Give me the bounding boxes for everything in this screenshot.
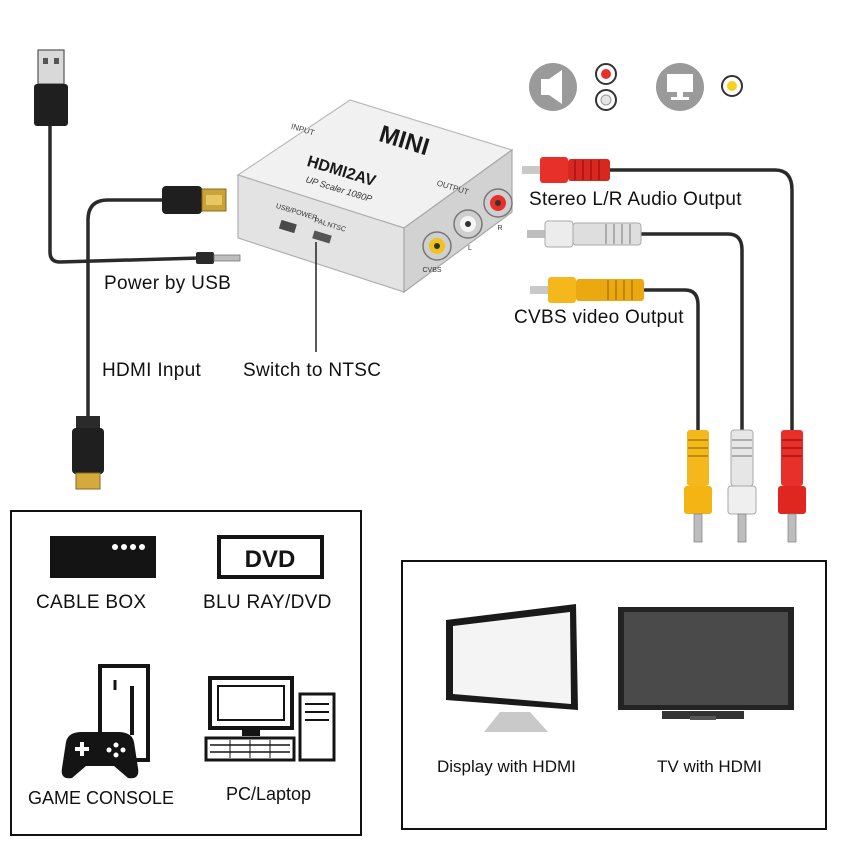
port-r-label: R bbox=[497, 225, 502, 232]
port-cvbs-label: CVBS bbox=[422, 267, 441, 274]
hdmi-cable bbox=[86, 198, 170, 420]
speaker-icon bbox=[529, 63, 577, 111]
usb-plug-icon bbox=[34, 49, 68, 126]
usb-power-port bbox=[278, 219, 297, 234]
rca-port-l bbox=[453, 209, 483, 239]
power-callout: Power by USB bbox=[104, 273, 232, 294]
rca-plug-white-vertical bbox=[727, 429, 757, 543]
cable-box-icon bbox=[50, 536, 156, 578]
dvd-logo-text: DVD bbox=[245, 546, 296, 573]
rca-plug-white-horizontal bbox=[527, 220, 642, 248]
rca-port-cvbs bbox=[422, 231, 452, 261]
monitor-label: Display with HDMI bbox=[437, 757, 576, 776]
yellow-cable bbox=[643, 288, 700, 434]
display-icon bbox=[446, 604, 578, 732]
audio-white-jack-icon bbox=[595, 89, 617, 111]
red-cable bbox=[608, 168, 794, 434]
hdmi-plug-input-icon bbox=[72, 416, 104, 490]
tv-label: TV with HDMI bbox=[657, 757, 762, 776]
display-devices-panel bbox=[401, 560, 827, 830]
pc-label: PC/Laptop bbox=[226, 784, 312, 804]
blu-ray-label: BLU RAY/DVD bbox=[203, 592, 332, 613]
hdmi-plug-icon bbox=[162, 186, 227, 214]
usb-cable bbox=[48, 123, 202, 264]
rca-plug-red-horizontal bbox=[522, 157, 610, 183]
tv-icon bbox=[618, 607, 794, 720]
video-yellow-jack-icon bbox=[721, 75, 743, 97]
rca-port-r bbox=[483, 188, 513, 218]
dvd-icon: DVD bbox=[217, 535, 324, 579]
converter-box: MINI HDMI2AV UP Scaler 1080P INPUT OUTPU… bbox=[236, 99, 514, 294]
pal-ntsc-switch bbox=[312, 230, 332, 244]
white-cable bbox=[638, 232, 744, 434]
switch-callout: Switch to NTSC bbox=[243, 360, 382, 381]
cable-box-label: CABLE BOX bbox=[36, 592, 147, 613]
game-console-label: GAME CONSOLE bbox=[28, 788, 175, 808]
pc-icon bbox=[204, 676, 336, 762]
rca-plug-yellow-horizontal bbox=[530, 277, 644, 303]
port-l-label: L bbox=[468, 245, 472, 252]
audio-output-callout: Stereo L/R Audio Output bbox=[529, 189, 742, 210]
audio-red-jack-icon bbox=[595, 63, 617, 85]
usb-mini-plug-icon bbox=[196, 252, 241, 264]
source-devices-panel bbox=[10, 510, 362, 836]
monitor-icon bbox=[656, 63, 704, 111]
video-output-callout: CVBS video Output bbox=[514, 307, 684, 328]
cables bbox=[48, 123, 794, 434]
rca-plug-red-vertical bbox=[778, 430, 806, 543]
game-controller-icon bbox=[61, 732, 139, 779]
rca-plug-yellow-vertical bbox=[684, 430, 712, 543]
switch-pal-label: PAL bbox=[313, 217, 327, 227]
hdmi-input-callout: HDMI Input bbox=[102, 360, 202, 381]
